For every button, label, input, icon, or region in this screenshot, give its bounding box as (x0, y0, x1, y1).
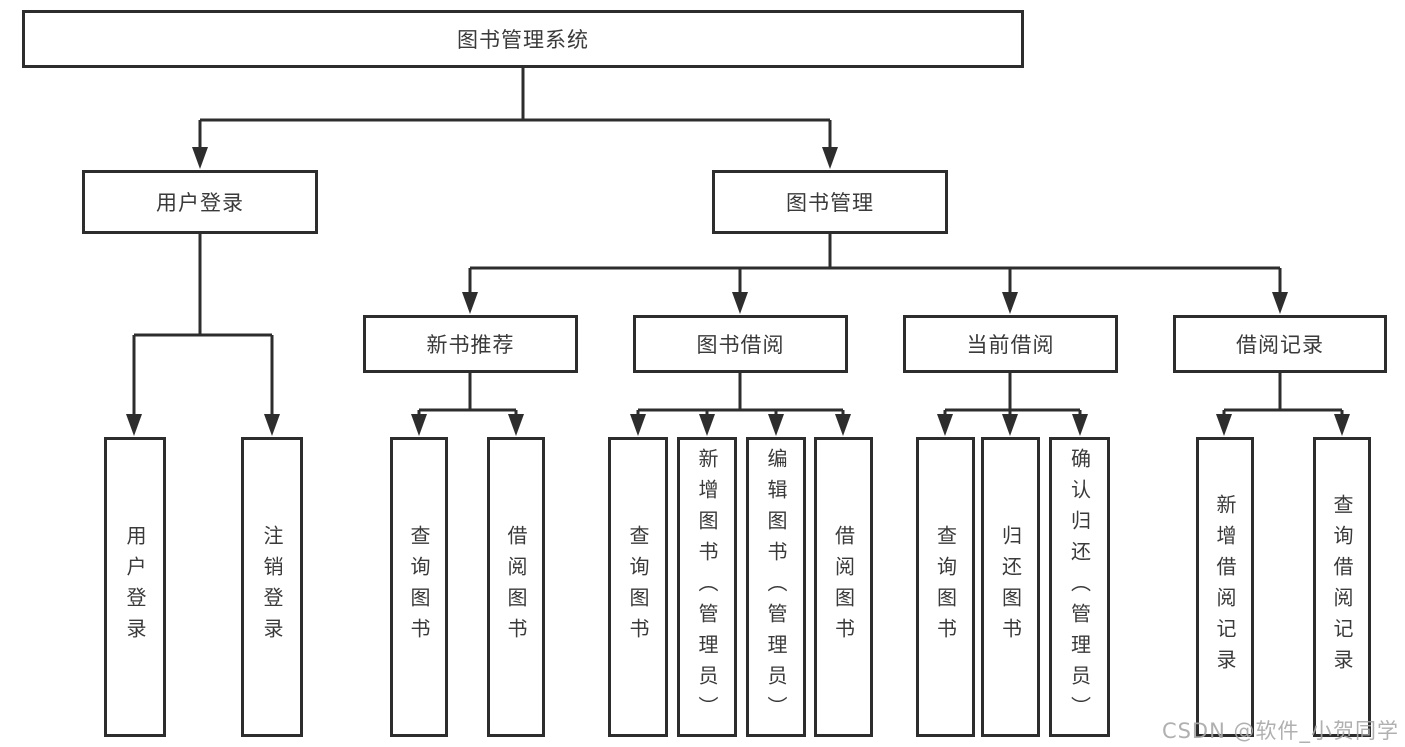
node-label: 借阅记录 (1236, 333, 1324, 357)
node-borrow-books-recommend: 借阅图书 (487, 437, 545, 737)
node-edit-book-admin: 编辑图书（管理员） (746, 437, 806, 737)
watermark: CSDN @软件_小贺同学 (1161, 719, 1399, 743)
arrowhead (1334, 414, 1350, 436)
node-book-borrowing: 图书借阅 (633, 315, 848, 373)
node-label: 借阅图书 (831, 525, 856, 649)
node-return-book: 归还图书 (981, 437, 1040, 737)
arrowhead (1002, 414, 1018, 436)
connector-root-to-level2 (198, 68, 832, 152)
node-confirm-return-admin: 确认归还（管理员） (1049, 437, 1110, 737)
node-label: 新增借阅记录 (1213, 494, 1237, 680)
node-label: 确认归还（管理员） (1067, 447, 1092, 727)
node-query-books-recommend: 查询图书 (390, 437, 448, 737)
node-borrow-books-leaf: 借阅图书 (814, 437, 873, 737)
connector-newbook-to-leaves (417, 373, 518, 418)
node-current-borrowing: 当前借阅 (903, 315, 1118, 373)
node-label: 归还图书 (998, 525, 1023, 649)
node-label: 图书借阅 (696, 333, 785, 357)
node-label: 图书管理系统 (457, 28, 589, 52)
arrowhead (630, 414, 646, 436)
connector-records-to-leaves (1222, 373, 1344, 418)
node-root-system: 图书管理系统 (22, 10, 1024, 68)
node-label: 查询图书 (626, 525, 650, 649)
arrowhead (1072, 414, 1088, 436)
node-user-login-branch: 用户登录 (82, 170, 318, 234)
arrowhead (411, 414, 427, 436)
arrowhead (699, 414, 715, 436)
node-label: 当前借阅 (966, 333, 1055, 357)
node-label: 图书管理 (786, 191, 874, 215)
connector-borrow-to-leaves (636, 373, 845, 418)
node-logout-leaf: 注销登录 (241, 437, 303, 737)
node-label: 查询图书 (407, 525, 431, 649)
arrowhead (1002, 292, 1018, 314)
connector-userlogin-to-leaves (132, 234, 274, 417)
node-new-book-recommend: 新书推荐 (363, 315, 578, 373)
arrowhead (1216, 414, 1232, 436)
connector-bookmgmt-to-level3 (468, 234, 1282, 295)
node-label: 查询图书 (933, 525, 958, 649)
node-query-books-current: 查询图书 (916, 437, 975, 737)
arrowhead (768, 414, 784, 436)
node-label: 借阅图书 (504, 525, 528, 649)
node-query-borrow-record: 查询借阅记录 (1313, 437, 1371, 737)
node-label: 用户登录 (123, 525, 147, 649)
node-add-borrow-record: 新增借阅记录 (1196, 437, 1254, 737)
node-label: 用户登录 (156, 191, 244, 215)
node-label: 编辑图书（管理员） (764, 447, 788, 727)
arrowhead (732, 292, 748, 314)
node-book-management-branch: 图书管理 (712, 170, 948, 234)
arrowhead (835, 414, 851, 436)
arrowhead (462, 292, 478, 314)
node-borrowing-records: 借阅记录 (1173, 315, 1387, 373)
arrowhead (192, 147, 208, 169)
node-add-book-admin: 新增图书（管理员） (677, 437, 737, 737)
node-label: 新增图书（管理员） (695, 447, 719, 727)
node-label: 查询借阅记录 (1330, 494, 1354, 680)
node-user-login-leaf: 用户登录 (104, 437, 166, 737)
arrowhead (937, 414, 953, 436)
arrowhead (264, 414, 280, 436)
node-label: 新书推荐 (426, 333, 515, 357)
arrowhead (126, 414, 142, 436)
connector-current-to-leaves (943, 373, 1082, 418)
node-label: 注销登录 (260, 525, 284, 649)
node-query-books-borrow: 查询图书 (608, 437, 668, 737)
arrowhead (1272, 292, 1288, 314)
arrowhead (508, 414, 524, 436)
arrowhead (822, 147, 838, 169)
